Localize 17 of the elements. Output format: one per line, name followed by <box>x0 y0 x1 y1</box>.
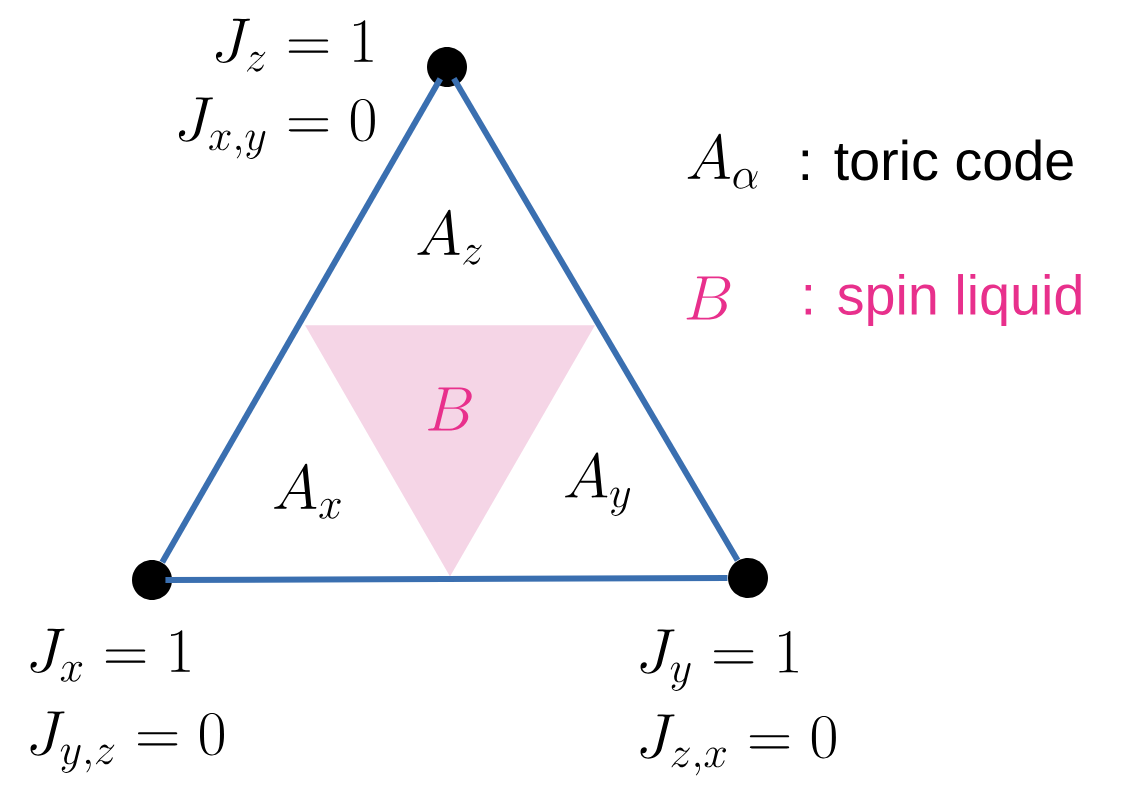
legend-symbol: $A_\alpha$ <box>687 133 758 189</box>
legend-text: : toric code <box>802 139 1073 181</box>
triangle-side <box>159 77 443 564</box>
legend-symbol: $B$ <box>686 276 731 320</box>
coupling-label: $J_x = 1$ <box>30 628 190 682</box>
triangle-side <box>451 77 741 562</box>
region-label: $A_z$ <box>417 209 482 265</box>
triangle-side <box>165 575 728 583</box>
coupling-label: $J_{x,y} = 0$ <box>178 97 375 159</box>
vertex-dot <box>728 558 768 598</box>
coupling-label: $J_{y,z} = 0$ <box>30 711 224 773</box>
vertex-dot <box>132 560 172 600</box>
coupling-label: $J_y = 1$ <box>640 629 798 691</box>
coupling-label: $J_{z,x} = 0$ <box>640 714 836 776</box>
coupling-label: $J_z = 1$ <box>216 18 373 72</box>
vertex-dot <box>427 47 467 87</box>
legend-text: : spin liquid <box>805 274 1081 326</box>
